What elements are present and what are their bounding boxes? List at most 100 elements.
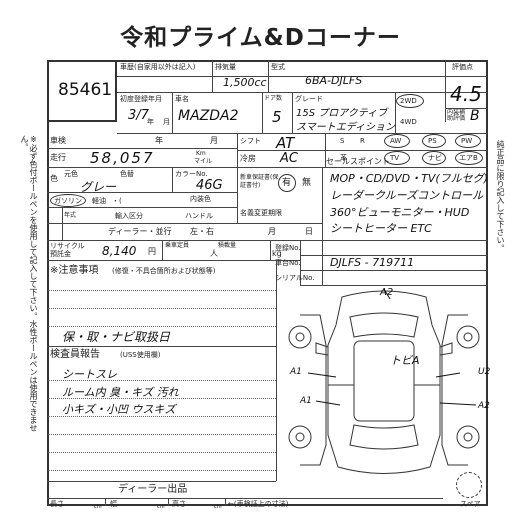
label-shift: シフト (240, 137, 261, 145)
equip-r: R (360, 137, 365, 145)
label-grade: グレード (295, 95, 323, 103)
label-shamei: 車名 (175, 95, 189, 103)
yunyu-value: ディーラー・並行 (108, 227, 172, 236)
label-shinsha-hosho: 新車保証書(保証書付) (240, 174, 279, 189)
label-color-no: カラーNo. (175, 170, 208, 178)
recycle-value: 8,140 (102, 244, 137, 258)
spare-tire-icon (456, 472, 482, 498)
equip-navi: ナビ (428, 154, 442, 162)
shodo-value: 3/7 (128, 108, 149, 123)
label-door: ドア数 (264, 95, 283, 102)
equip-airbag: エアB (459, 154, 478, 162)
diag-label-right2: A2 (478, 401, 490, 411)
label-shodo-tsuki: 月 (163, 118, 170, 126)
notes-label: ※注意事項 (50, 265, 99, 276)
handle-value: 左・右 (190, 227, 214, 236)
label-handle: ハンドル (185, 212, 213, 220)
label-teiin: 乗車定員 (165, 242, 190, 249)
footer-unit-3: cm (214, 504, 222, 510)
soko-value: 58,057 (90, 149, 155, 167)
footer-nagasa: 長さ (50, 500, 64, 508)
diag-label-front: A2 (380, 287, 394, 298)
color-value: グレー (80, 180, 117, 194)
footer-arrow-note: ←(車検証上の寸法) (228, 500, 289, 508)
sales-line-1: MOP・CD/DVD・TV(フルセグ) (330, 172, 488, 185)
label-serial: シリアルNo. (275, 274, 315, 282)
drive-4wd: 4WD (400, 118, 417, 126)
label-shadai: 車歴(自家用以外は記入) (120, 63, 196, 71)
inspector-line-1: シートスレ (62, 368, 117, 381)
label-sales: セールスポイント (326, 157, 390, 166)
haiki-value: 1,500cc (223, 76, 267, 89)
label-naiso: 内装補助評価 (447, 109, 466, 122)
fuel-paren: ・( (112, 197, 122, 205)
lot-box (47, 60, 117, 122)
label-reibo: 冷房 (240, 154, 256, 163)
inspector-label: 検査員報告 (50, 349, 100, 360)
equip-ps: PS (428, 137, 437, 145)
label-hyoka: 評価点 (452, 63, 473, 71)
car-diagram (288, 288, 480, 474)
shift-value: AT (276, 134, 295, 152)
unit-mile: マイル (194, 158, 213, 165)
label-color: 色 (50, 174, 58, 183)
naiso-value: B (470, 108, 480, 124)
meigi-hi: 日 (305, 227, 313, 236)
fuel-keiyu: 軽油 (92, 197, 106, 205)
label-sekisai: 積載量 (218, 242, 237, 249)
label-shaken: 車検 (50, 136, 66, 145)
diag-label-roof: トビA (390, 354, 420, 367)
drive-2wd: 2WD (400, 97, 417, 105)
diag-label-left2: A1 (300, 396, 312, 406)
label-recycle: リサイクル預託金 (50, 242, 85, 258)
unit-nin: 人 (210, 249, 218, 258)
diag-label-right1: U2 (478, 367, 491, 377)
label-shaken-tsuki: 月 (210, 136, 218, 145)
equip-kawa: 革 (340, 154, 347, 162)
shamei-value: MAZDA2 (178, 108, 239, 124)
footer-takasa: 高さ (172, 500, 186, 508)
footer-dealer: ディーラー出品 (118, 484, 188, 495)
lot-number: 85461 (58, 80, 113, 100)
footer-unit-2: cm (157, 504, 165, 510)
label-motoiro: 元色 (64, 170, 78, 178)
door-value: 5 (272, 108, 282, 126)
side-note-left: ※必ず色付ボールペンを使用して記入して下さい。水性ボールペンは使用できません。 (20, 135, 38, 432)
hyoka-value: 4.5 (450, 82, 482, 106)
side-note-right: 純正品に限り記入して下さい。 (496, 140, 505, 252)
color-no-value: 46G (196, 178, 223, 193)
grade-value-2: スマートエディション (296, 122, 395, 133)
sales-line-3: 360°ビューモニター・HUD (330, 206, 470, 219)
unit-kg: kg (272, 249, 282, 258)
inspector-line-3: 小キズ・小凹 ウスキズ (62, 403, 176, 416)
label-shodo: 初度登録年月 (120, 95, 162, 103)
label-iro: 色替 (120, 170, 134, 178)
notes-sub: (修復・不具合箇所および状態等) (112, 267, 216, 275)
equip-s: S (340, 137, 345, 145)
label-yunyu: 輸入区分 (115, 212, 143, 220)
katashiki-value: 6BA-DJLFS (305, 74, 363, 87)
unit-yen: 円 (148, 247, 156, 256)
inspector-sub: (USS使用欄) (120, 351, 161, 359)
label-haiki: 排気量 (215, 63, 236, 71)
reibo-value: AC (280, 151, 298, 166)
notes-handwritten: 保・取・ナビ取扱日 (62, 330, 171, 344)
shadai-no-value: DJLFS - 719711 (330, 256, 415, 269)
inspector-line-2: ルーム内 臭・キズ 汚れ (62, 386, 179, 399)
sales-line-4: シートヒーター ETC (330, 222, 432, 235)
sales-line-2: レーダークルーズコントロール (330, 189, 484, 202)
label-shadai-no: 車台No. (275, 259, 301, 267)
page-title: 令和プライム&Dコーナー (120, 25, 401, 51)
footer-unit-1: cm (94, 504, 102, 510)
grade-value-1: 15S プロアクティブ (296, 108, 388, 119)
unit-km: Km (196, 150, 206, 157)
label-soko: 走行 (50, 153, 66, 162)
label-katashiki: 型式 (271, 63, 285, 71)
hosho-none: 無 (302, 178, 312, 188)
equip-tv: TV (390, 154, 400, 162)
sheet-frame (47, 60, 488, 506)
label-toroku: 登録No. (275, 244, 301, 252)
diag-label-left1: A1 (290, 367, 302, 377)
label-shodo-nen: 年 (147, 118, 154, 126)
label-spare: スペア (460, 500, 481, 508)
